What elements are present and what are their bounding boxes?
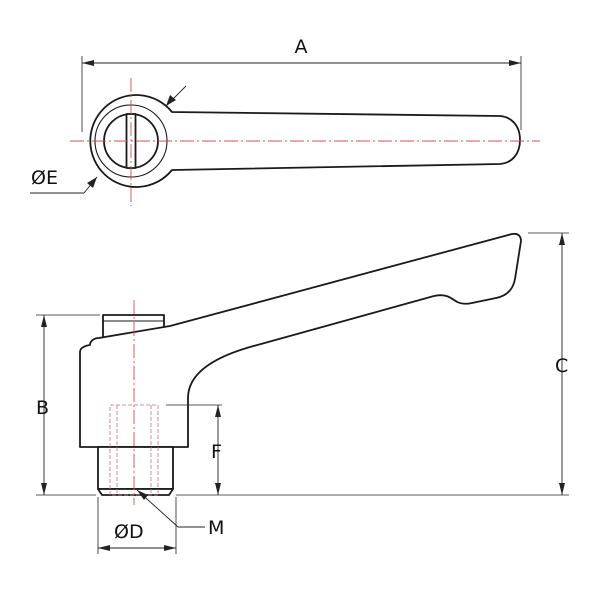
threaded-stud (97, 446, 174, 490)
top-view (70, 78, 540, 206)
dimension-a-label: A (295, 36, 308, 58)
dimension-d-label: ØD (114, 521, 144, 543)
dimension-e-label: ØE (31, 167, 58, 189)
dimension-a: A (81, 36, 522, 132)
side-view (79, 232, 522, 505)
dimension-f: F (166, 404, 222, 495)
dimension-b: B (36, 314, 100, 496)
dimension-c: C (176, 232, 569, 496)
thread-label-m: M (208, 517, 224, 539)
dimension-b-label: B (36, 397, 49, 419)
dimension-e: ØE (30, 85, 187, 194)
dimension-c-label: C (555, 355, 568, 377)
dimension-f-label: F (211, 441, 222, 463)
stud-chamfer (97, 488, 174, 496)
side-view-lever-body (79, 232, 522, 448)
thread-callout-m: M (136, 489, 224, 539)
dimension-d: ØD (97, 497, 177, 554)
top-view-lever-outline (89, 94, 521, 188)
